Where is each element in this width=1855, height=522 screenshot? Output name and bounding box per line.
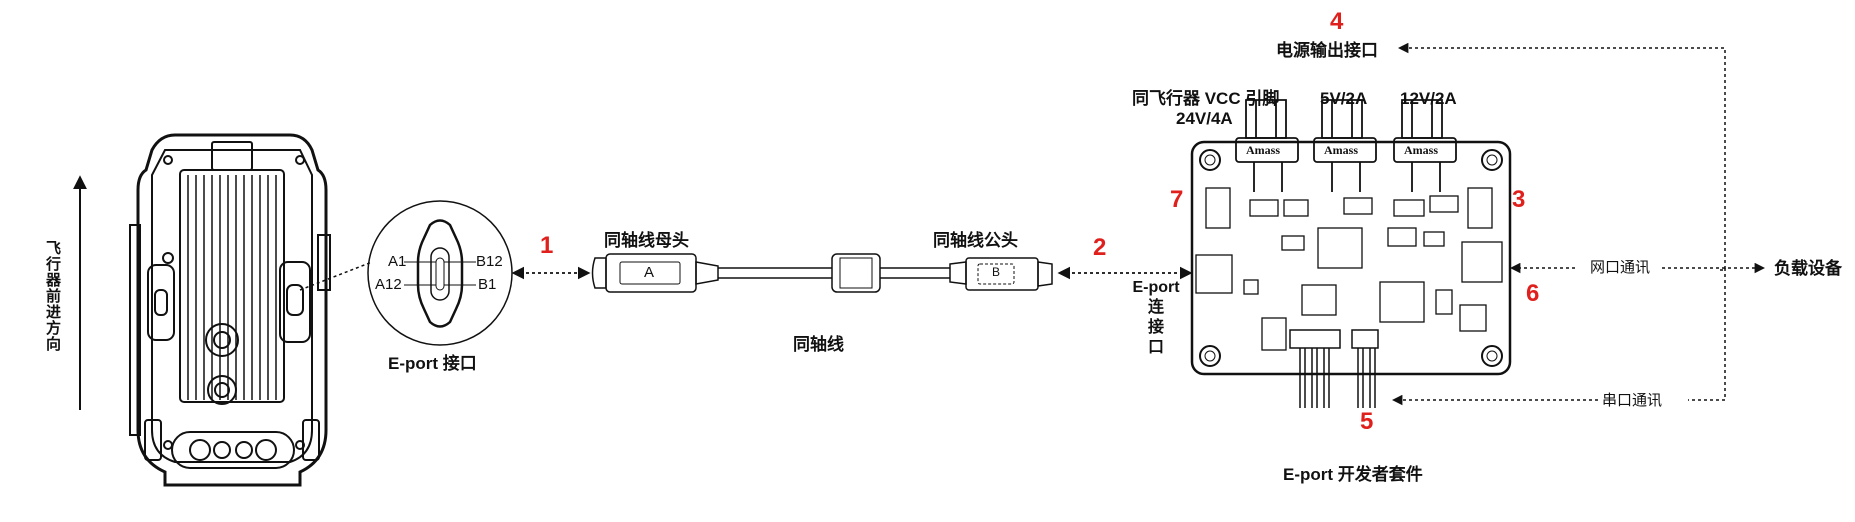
eport-connector-label: E-port 连 接 口 [1132,279,1180,356]
network-comm-label: 网口通讯 [1590,259,1651,276]
serial-comm-route [1688,268,1726,401]
pin-b1-label: B1 [478,276,497,293]
payload-device-label: 负载设备 [1774,259,1842,278]
marker-5: 5 [1360,408,1374,435]
coax-cable-label: 同轴线 [793,335,844,354]
power-output-label: 电源输出接口 [1276,41,1378,60]
pin-vcc-label: 同飞行器 VCC 引脚 [1132,89,1280,108]
marker-6: 6 [1526,280,1540,307]
pin-a12-label: A12 [375,276,402,293]
serial-comm-label: 串口通讯 [1602,392,1663,409]
pin-12v-label: 12V/2A [1400,89,1457,108]
power-output-route [1397,42,1726,271]
pin-a1-label: A1 [388,253,407,270]
flight-direction-label: 飞行器前进方向 [44,240,61,352]
coax-cable [591,253,1053,293]
amass-brand-2: Amass [1324,143,1359,157]
pin-vcc-rating: 24V/4A [1176,109,1233,128]
eport-port-label: E-port 接口 [388,354,477,373]
pin-5v-label: 5V/2A [1320,89,1368,108]
marker-2: 2 [1093,234,1107,261]
coax-female-label: 同轴线母头 [604,231,689,250]
marker-3: 3 [1512,186,1526,213]
pin-b12-label: B12 [476,253,503,270]
coax-male-label: 同轴线公头 [933,231,1018,250]
dev-kit-label: E-port 开发者套件 [1283,465,1423,484]
eport-zoom-circle [367,200,513,346]
marker-1: 1 [540,232,554,259]
port-leader-line [299,261,373,291]
amass-brand-1: Amass [1246,143,1281,157]
marker-4: 4 [1330,8,1344,35]
marker-7: 7 [1170,186,1184,213]
dev-board [1190,99,1512,408]
plug-a-label: A [644,264,655,281]
aircraft-body [129,133,331,487]
amass-brand-3: Amass [1404,143,1439,157]
plug-b-label: B [992,265,1001,279]
